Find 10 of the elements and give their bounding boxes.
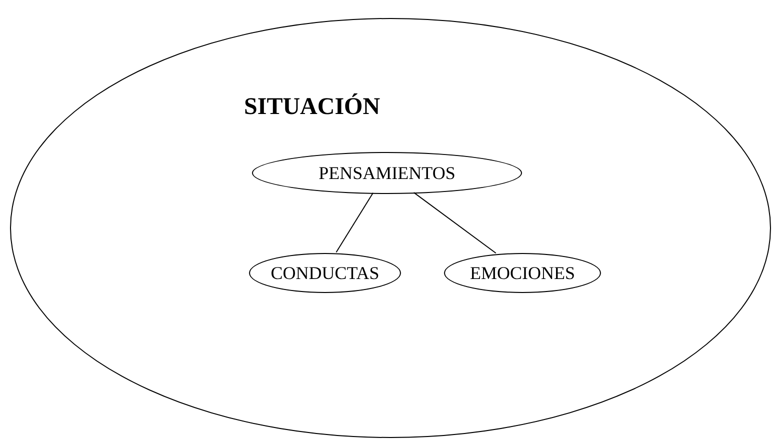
connector-line xyxy=(413,192,496,254)
node-label: PENSAMIENTOS xyxy=(318,162,456,184)
ellipse xyxy=(444,253,601,293)
ellipse xyxy=(249,253,401,293)
node-label: EMOCIONES xyxy=(470,262,575,284)
connector-line xyxy=(336,192,374,253)
ellipse xyxy=(252,152,522,194)
heading: SITUACIÓN xyxy=(244,92,380,122)
ellipse xyxy=(10,18,771,438)
node-label: CONDUCTAS xyxy=(270,262,380,284)
